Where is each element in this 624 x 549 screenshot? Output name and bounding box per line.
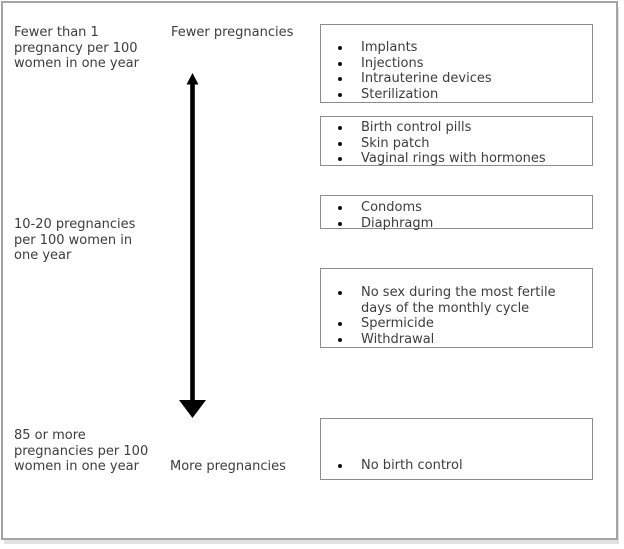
method-box-none: No birth control [320, 418, 593, 480]
list-item-label: Spermicide [361, 316, 434, 331]
bullet-icon [338, 77, 342, 81]
bullet-icon [338, 206, 342, 210]
list-item-label: Diaphragm [361, 215, 434, 231]
list-item-label: Intrauterine devices [361, 71, 492, 86]
list-item: Sterilization [321, 87, 592, 103]
list-item-label: Implants [361, 40, 418, 55]
bullet-icon [338, 157, 342, 161]
diagram-frame: Fewer than 1 pregnancy per 100 women in … [1, 1, 618, 540]
method-box-hormonal: Birth control pills Skin patch Vaginal r… [320, 116, 593, 166]
method-list: No sex during the most fertile days of t… [321, 285, 592, 347]
bullet-icon [338, 464, 342, 468]
list-item: No birth control [321, 458, 592, 474]
method-list: Implants Injections Intrauterine devices… [321, 40, 592, 102]
list-item: Withdrawal [321, 332, 592, 348]
rate-label-middle-line: one year [14, 248, 72, 263]
rate-label-bottom-line: pregnancies per 100 [14, 443, 149, 459]
rate-label-bottom-line: women in one year [14, 459, 139, 474]
list-item-label: No sex during the most fertile days of t… [361, 285, 556, 316]
list-item: Diaphragm [321, 216, 592, 232]
rate-label-top-line: Fewer than 1 [14, 25, 99, 40]
more-pregnancies-label: More pregnancies [170, 459, 286, 474]
bullet-icon [338, 291, 342, 295]
list-item: Condoms [321, 200, 592, 216]
list-item: Vaginal rings with hormones [321, 151, 592, 167]
list-item: Implants [321, 40, 592, 56]
list-item-label: Vaginal rings with hormones [361, 151, 546, 166]
rate-label-bottom: 85 or more pregnancies per 100 women in … [14, 428, 174, 475]
list-item: Spermicide [321, 316, 592, 332]
rate-label-middle: 10-20 pregnancies per 100 women in one y… [14, 217, 174, 264]
bullet-icon [338, 61, 342, 66]
list-item: Injections [321, 56, 592, 72]
bullet-icon [338, 141, 342, 146]
rate-label-top-line: women in one year [14, 56, 139, 71]
rate-label-middle-line: per 100 women in [14, 232, 133, 248]
list-item-label: Condoms [361, 200, 422, 215]
bullet-icon [338, 337, 342, 342]
method-list: Birth control pills Skin patch Vaginal r… [321, 120, 592, 167]
bullet-icon [338, 46, 342, 50]
rate-label-top-line: pregnancy per 100 [14, 40, 138, 56]
method-list: Condoms Diaphragm [321, 200, 592, 231]
list-item-label: Birth control pills [361, 120, 472, 135]
list-item-label: Skin patch [361, 135, 430, 151]
method-box-barrier: Condoms Diaphragm [320, 195, 593, 231]
rate-label-middle-line: 10-20 pregnancies [14, 217, 136, 232]
bullet-icon [338, 126, 342, 130]
bullet-icon [338, 322, 342, 326]
list-item: No sex during the most fertile days of t… [321, 285, 592, 316]
bullet-icon [338, 221, 342, 226]
list-item-label: No birth control [361, 458, 463, 473]
list-item-label: Injections [361, 55, 424, 71]
method-list: No birth control [321, 458, 592, 474]
list-item-label: Withdrawal [361, 331, 435, 347]
double-arrow-icon [179, 73, 206, 418]
method-box-most-effective: Implants Injections Intrauterine devices… [320, 24, 593, 103]
list-item-label: Sterilization [361, 86, 439, 102]
method-box-behavioral: No sex during the most fertile days of t… [320, 268, 593, 348]
list-item: Skin patch [321, 136, 592, 152]
bullet-icon [338, 92, 342, 97]
fewer-pregnancies-label: Fewer pregnancies [171, 25, 294, 40]
rate-label-top: Fewer than 1 pregnancy per 100 women in … [14, 25, 174, 72]
rate-label-bottom-line: 85 or more [14, 428, 86, 443]
list-item: Intrauterine devices [321, 71, 592, 87]
list-item: Birth control pills [321, 120, 592, 136]
